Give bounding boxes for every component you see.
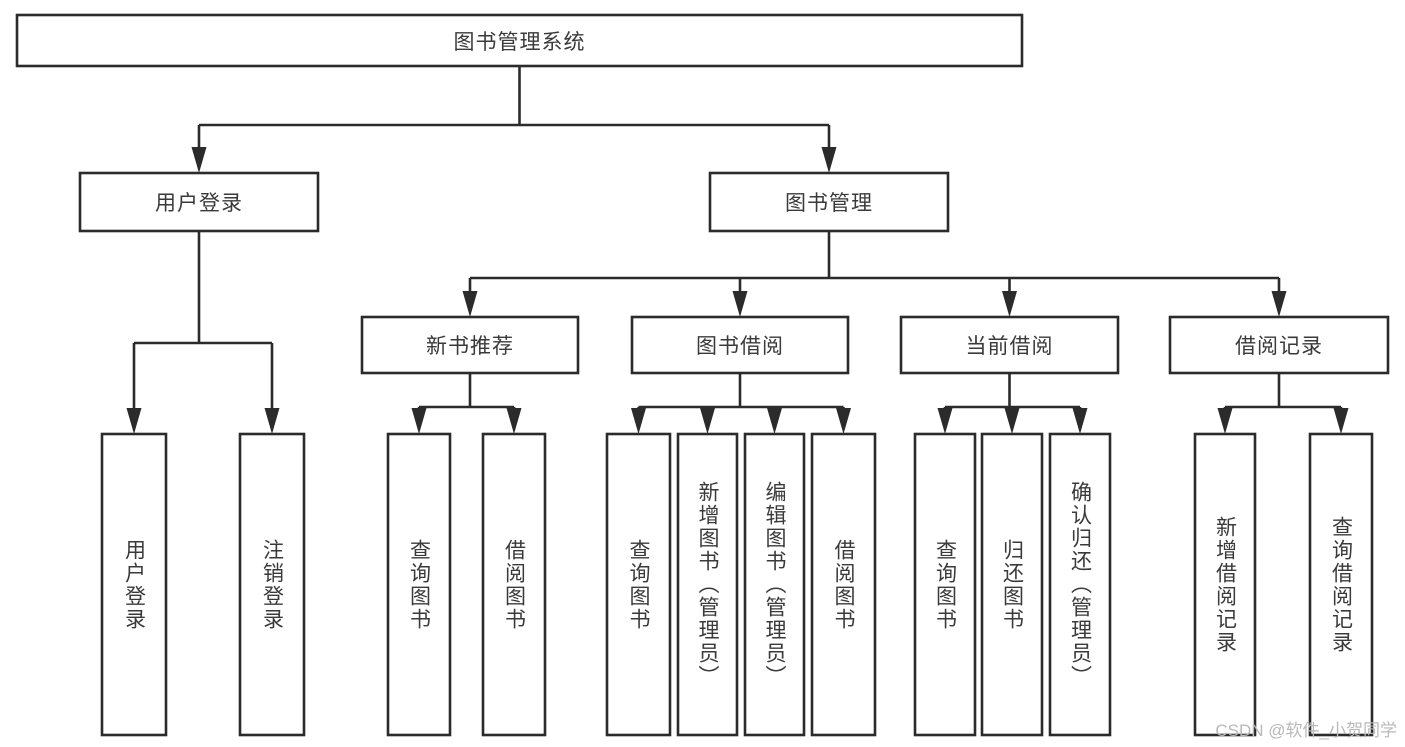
node-box-root [15,13,1024,68]
node-box-leaf-return-book [980,432,1044,737]
node-boxes-group [15,13,1390,737]
node-box-new-book-recommend [360,315,580,375]
edge-arrow-head [1217,408,1233,434]
edge-arrow-head [1002,291,1017,317]
node-box-leaf-query-book [605,432,672,737]
edge-arrow-head [1333,408,1349,434]
edge-arrow-head [767,408,782,434]
edge-arrow-head [937,408,953,434]
edge-arrow-head [631,408,646,434]
node-box-book-manage [708,171,950,233]
edge-arrow-head [1004,408,1020,434]
node-box-leaf-query-book-rec [386,432,452,737]
connector-lines-group [126,66,1349,434]
node-box-book-borrow [630,315,850,375]
node-box-leaf-borrow-book [810,432,877,737]
edge-arrow-head [1271,291,1287,317]
node-box-leaf-confirm-return [1048,432,1112,737]
node-box-leaf-add-record [1193,432,1257,737]
edge-arrow-head [732,291,748,317]
edge-arrow-head [462,291,478,317]
node-box-leaf-add-book [676,432,739,737]
edge-arrow-head [836,408,851,434]
node-box-leaf-user-login [100,432,168,737]
node-box-leaf-query-record [1308,432,1374,737]
edge-arrow-head [191,147,207,173]
node-box-current-borrow [899,315,1120,375]
node-box-borrow-record [1168,315,1390,375]
node-box-leaf-user-logout [238,432,306,737]
node-box-leaf-edit-book [743,432,806,737]
edge-arrow-head [821,147,837,173]
node-box-user-login [78,171,320,233]
edge-arrow-head [264,408,280,434]
edge-arrow-head [126,408,142,434]
node-box-leaf-borrow-book-rec [481,432,547,737]
edge-arrow-head [506,408,522,434]
edge-arrow-head [411,408,427,434]
edge-arrow-head [1072,408,1088,434]
node-box-leaf-query-book-cur [913,432,977,737]
edge-arrow-head [700,408,715,434]
